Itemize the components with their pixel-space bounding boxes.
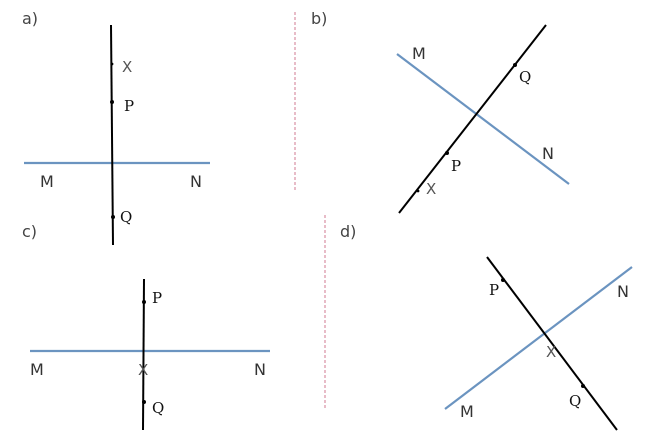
point-x-b [416, 189, 420, 193]
label-q-d: Q [569, 392, 581, 410]
panel-d: d) P N X Q M [340, 222, 633, 431]
label-x-c: X [138, 361, 148, 379]
point-q-a [111, 215, 115, 219]
point-q-c [142, 400, 146, 404]
label-n-b: N [542, 144, 554, 163]
label-p-a: P [124, 97, 134, 115]
panel-label-d: d) [340, 222, 356, 241]
line-pq-a [110, 24, 114, 246]
label-q-b: Q [519, 68, 531, 86]
label-n-d: N [617, 282, 629, 301]
point-p-a [110, 100, 114, 104]
line-pq-c [142, 278, 145, 431]
line-mn-d [444, 266, 633, 410]
point-q-b [513, 63, 517, 67]
point-x-a [110, 62, 114, 66]
label-x-a: X [122, 58, 132, 76]
label-m-c: M [30, 360, 44, 379]
line-pq-b [398, 24, 547, 214]
panel-c: c) P Q X M N [22, 222, 270, 431]
label-q-c: Q [152, 399, 164, 417]
line-mn-b [396, 53, 570, 185]
label-n-a: N [190, 172, 202, 191]
point-p-b [445, 151, 449, 155]
label-m-d: M [460, 402, 474, 421]
label-m-a: M [40, 172, 54, 191]
panel-a: a) X P Q M N [22, 9, 210, 246]
line-pq-d [486, 256, 618, 431]
label-m-b: M [412, 44, 426, 63]
point-q-d [581, 384, 585, 388]
panel-label-c: c) [22, 222, 37, 241]
panel-b: b) M N Q P X [311, 9, 570, 214]
label-n-c: N [254, 360, 266, 379]
label-x-d: X [546, 343, 556, 361]
point-p-c [142, 300, 146, 304]
label-p-c: P [152, 289, 162, 307]
label-p-d: P [489, 281, 499, 299]
point-p-d [501, 278, 505, 282]
label-q-a: Q [120, 208, 132, 226]
panel-label-b: b) [311, 9, 327, 28]
panel-label-a: a) [22, 9, 38, 28]
label-p-b: P [451, 157, 461, 175]
label-x-b: X [426, 180, 436, 198]
